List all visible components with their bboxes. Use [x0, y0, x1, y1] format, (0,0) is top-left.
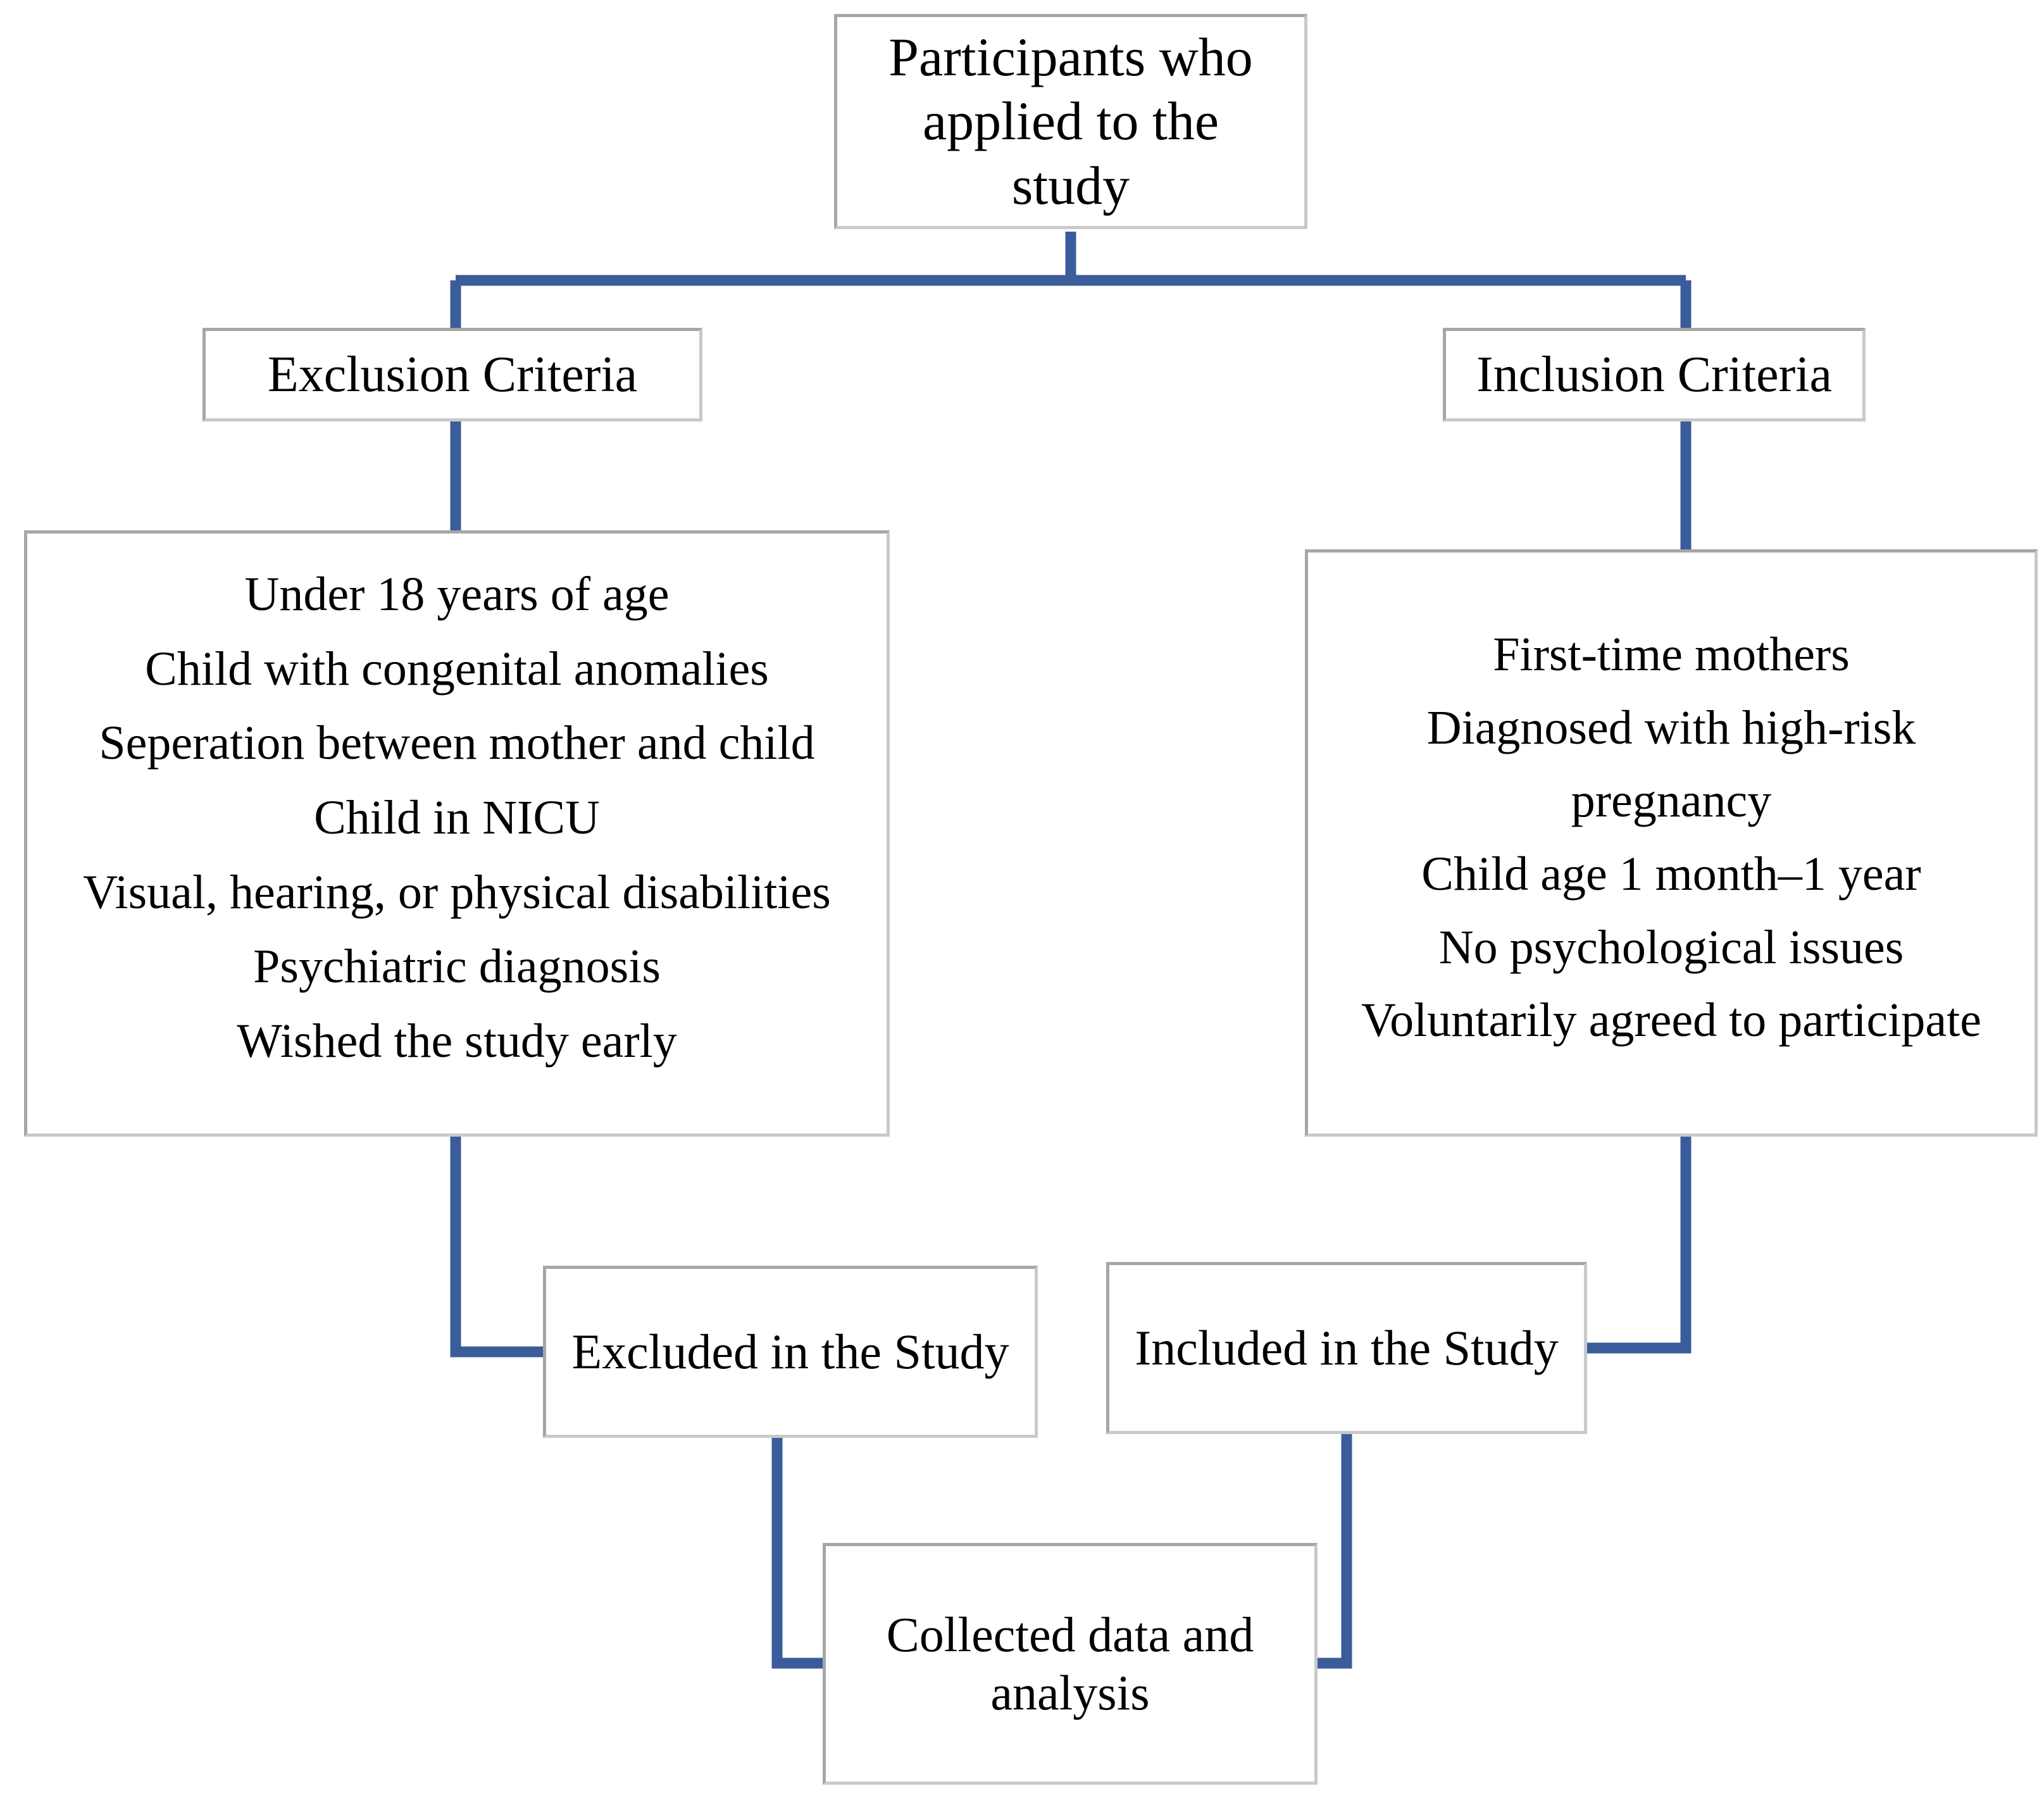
inclusion-item: No psychological issues — [1438, 920, 1904, 974]
node-collected-data-and-analysis[interactable]: Collected data and analysis — [823, 1543, 1318, 1785]
edge-inclusion-list-to-included — [1586, 1134, 1692, 1354]
edge-included-to-collected — [1314, 1433, 1352, 1669]
exclusion-item: Visual, hearing, or physical disabilitie… — [83, 865, 831, 919]
inclusion-item: Diagnosed with high-risk — [1426, 701, 1916, 754]
node-exclusion-criteria-list[interactable]: Under 18 years of age Child with congeni… — [24, 530, 890, 1137]
node-exclusion-criteria-header[interactable]: Exclusion Criteria — [203, 328, 702, 421]
exclusion-item: Under 18 years of age — [244, 568, 670, 621]
node-participants-applied-line-3: study — [1011, 154, 1130, 216]
collected-data-line-1: Collected data and — [886, 1606, 1254, 1662]
node-participants-applied-line-1: Participants who — [888, 26, 1253, 87]
node-participants-applied-line-2: applied to the — [922, 91, 1219, 152]
exclusion-item: Child in NICU — [314, 791, 600, 845]
inclusion-item: First-time mothers — [1493, 628, 1850, 681]
included-in-study-label: Included in the Study — [1135, 1320, 1559, 1375]
inclusion-item: Voluntarily agreed to participate — [1361, 994, 1981, 1047]
node-inclusion-criteria-header[interactable]: Inclusion Criteria — [1443, 328, 1866, 421]
edge-excluded-to-collected — [771, 1435, 828, 1669]
node-excluded-in-study[interactable]: Excluded in the Study — [543, 1266, 1038, 1438]
node-participants-applied[interactable]: Participants who applied to the study — [834, 14, 1307, 229]
node-included-in-study[interactable]: Included in the Study — [1106, 1262, 1587, 1434]
edge-exclusion-list-to-excluded — [450, 1134, 548, 1358]
exclusion-item: Child with congenital anomalies — [145, 642, 769, 696]
exclusion-item: Psychiatric diagnosis — [253, 940, 661, 994]
inclusion-item: pregnancy — [1571, 774, 1772, 828]
exclusion-criteria-label: Exclusion Criteria — [267, 346, 638, 403]
node-inclusion-criteria-list[interactable]: First-time mothers Diagnosed with high-r… — [1305, 549, 2038, 1137]
exclusion-item: Wished the study early — [237, 1014, 677, 1068]
collected-data-line-2: analysis — [990, 1665, 1150, 1720]
inclusion-item: Child age 1 month–1 year — [1421, 847, 1921, 901]
inclusion-criteria-label: Inclusion Criteria — [1476, 346, 1833, 403]
exclusion-item: Seperation between mother and child — [99, 716, 815, 770]
excluded-in-study-label: Excluded in the Study — [571, 1323, 1009, 1379]
